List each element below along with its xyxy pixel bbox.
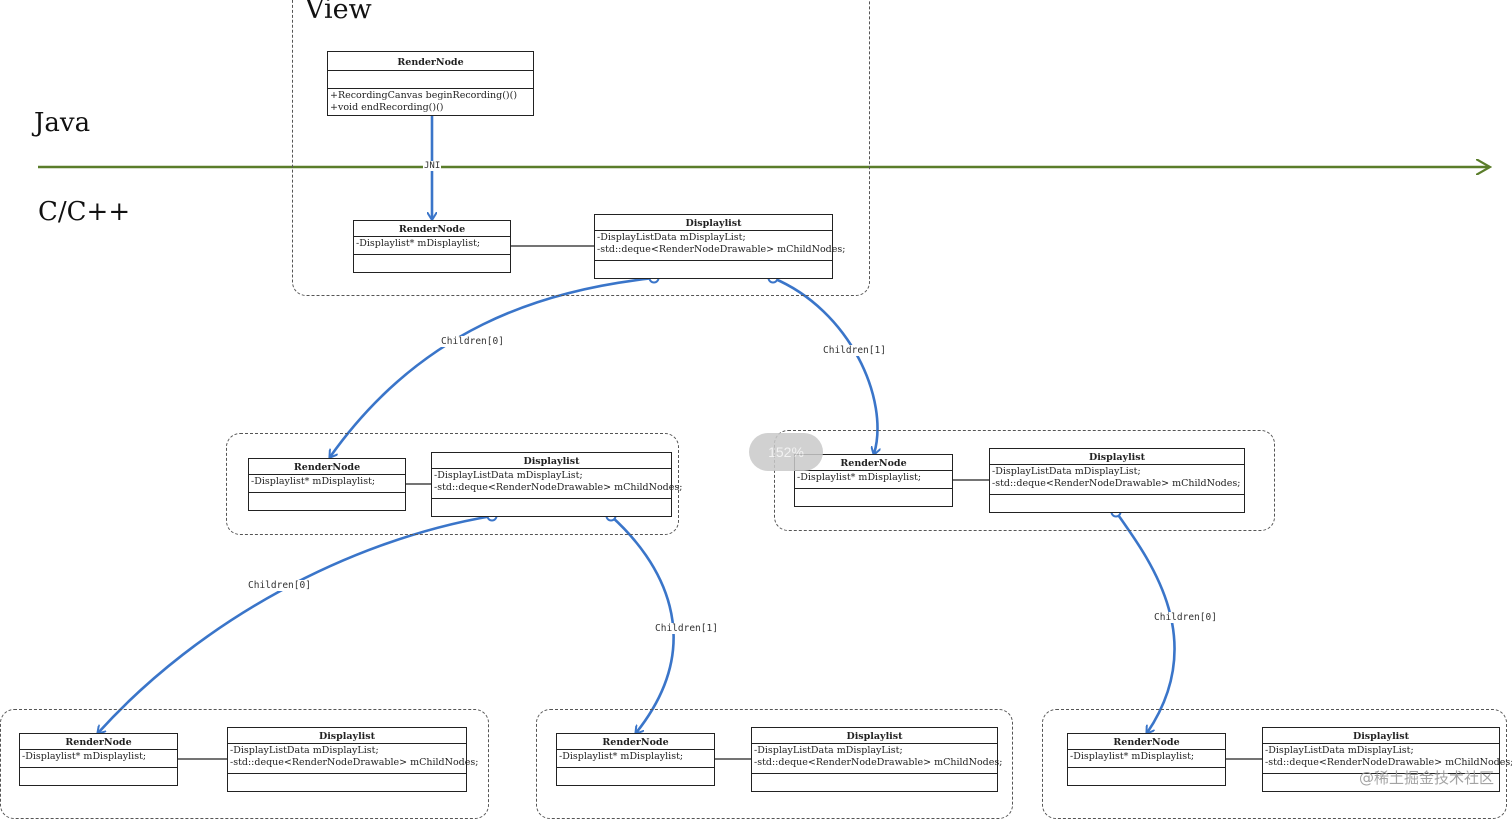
child-group-0 <box>226 433 679 535</box>
class-operations: +RecordingCanvas beginRecording()() +voi… <box>328 89 533 115</box>
edge-label-children-0: Children[0] <box>440 336 505 347</box>
class-operations <box>1068 768 1225 770</box>
children-edge <box>330 276 655 457</box>
native-render-node-class[interactable]: RenderNode -Displaylist* mDisplaylist; <box>248 458 406 511</box>
class-name: RenderNode <box>20 734 177 750</box>
class-attribute: -Displaylist* mDisplaylist; <box>22 751 147 762</box>
class-operations <box>228 774 466 776</box>
class-attributes: -DisplayListData mDisplayList; -std::deq… <box>990 465 1244 495</box>
edge-label-children-0: Children[0] <box>247 580 312 591</box>
class-attribute: -std::deque<RenderNodeDrawable> mChildNo… <box>230 757 479 768</box>
displaylist-class[interactable]: Displaylist -DisplayListData mDisplayLis… <box>594 214 846 279</box>
class-name: RenderNode <box>354 221 510 237</box>
class-attributes: -DisplayListData mDisplayList; -std::deq… <box>595 231 846 261</box>
native-render-node-class[interactable]: RenderNode -Displaylist* mDisplaylist; <box>353 220 511 273</box>
children-edge <box>772 276 877 454</box>
class-name: Displaylist <box>432 453 671 469</box>
class-operations <box>432 499 671 501</box>
class-operations <box>20 768 177 770</box>
class-attributes: -DisplayListData mDisplayList; -std::deq… <box>752 744 1003 774</box>
view-group <box>292 0 870 296</box>
class-name: RenderNode <box>328 52 533 71</box>
class-operations <box>990 495 1244 497</box>
class-attribute: -std::deque<RenderNodeDrawable> mChildNo… <box>754 757 1003 768</box>
class-attribute: -std::deque<RenderNodeDrawable> mChildNo… <box>1265 757 1512 768</box>
native-render-node-class[interactable]: RenderNode -Displaylist* mDisplaylist; <box>556 733 715 786</box>
class-attribute: -DisplayListData mDisplayList; <box>754 745 903 756</box>
class-attributes: -DisplayListData mDisplayList; -std::deq… <box>228 744 479 774</box>
native-render-node-class[interactable]: RenderNode -Displaylist* mDisplaylist; <box>1067 733 1226 786</box>
edge-label-children-0: Children[0] <box>1153 612 1218 623</box>
class-attribute: -Displaylist* mDisplaylist; <box>797 472 922 483</box>
jni-label: JNI <box>423 161 442 171</box>
displaylist-class[interactable]: Displaylist -DisplayListData mDisplayLis… <box>1262 727 1512 792</box>
class-attributes: -Displaylist* mDisplaylist; <box>249 475 405 493</box>
class-name: RenderNode <box>795 455 952 471</box>
class-attributes: -DisplayListData mDisplayList; -std::deq… <box>1263 744 1512 774</box>
class-attributes: -Displaylist* mDisplaylist; <box>20 750 177 768</box>
class-name: Displaylist <box>752 728 997 744</box>
class-attribute: -Displaylist* mDisplaylist; <box>559 751 684 762</box>
zoom-level-badge: 152% <box>749 433 823 471</box>
displaylist-class[interactable]: Displaylist -DisplayListData mDisplayLis… <box>227 727 479 792</box>
class-name: RenderNode <box>249 459 405 475</box>
class-attribute: -std::deque<RenderNodeDrawable> mChildNo… <box>597 244 846 255</box>
class-attribute: -Displaylist* mDisplaylist; <box>1070 751 1195 762</box>
edge-label-children-1: Children[1] <box>822 345 887 356</box>
class-name: Displaylist <box>595 215 832 231</box>
class-operations <box>595 261 832 263</box>
class-attribute: -DisplayListData mDisplayList; <box>1265 745 1414 756</box>
class-operations <box>354 255 510 257</box>
class-attributes: -Displaylist* mDisplaylist; <box>354 237 510 255</box>
children-edge <box>1114 511 1176 733</box>
native-lane-label: C/C++ <box>38 197 131 227</box>
class-attribute: -DisplayListData mDisplayList; <box>597 232 746 243</box>
class-attribute: -DisplayListData mDisplayList; <box>992 466 1141 477</box>
class-attributes <box>328 71 533 89</box>
displaylist-class[interactable]: Displaylist -DisplayListData mDisplayLis… <box>431 452 683 517</box>
class-attribute: -DisplayListData mDisplayList; <box>230 745 379 756</box>
class-attributes: -Displaylist* mDisplaylist; <box>1068 750 1225 768</box>
class-name: RenderNode <box>1068 734 1225 750</box>
child-group-1 <box>774 430 1275 531</box>
edge-label-children-1: Children[1] <box>654 623 719 634</box>
class-attribute: -std::deque<RenderNodeDrawable> mChildNo… <box>434 482 683 493</box>
native-render-node-class[interactable]: RenderNode -Displaylist* mDisplaylist; <box>19 733 178 786</box>
java-render-node-class[interactable]: RenderNode +RecordingCanvas beginRecordi… <box>327 51 534 116</box>
native-render-node-class[interactable]: RenderNode -Displaylist* mDisplaylist; <box>794 454 953 507</box>
class-attributes: -Displaylist* mDisplaylist; <box>557 750 714 768</box>
class-name: RenderNode <box>557 734 714 750</box>
class-attribute: -std::deque<RenderNodeDrawable> mChildNo… <box>992 478 1241 489</box>
class-operations <box>752 774 997 776</box>
class-operation: +RecordingCanvas beginRecording()() <box>330 90 518 101</box>
class-attribute: -DisplayListData mDisplayList; <box>434 470 583 481</box>
class-operations <box>557 768 714 770</box>
class-operations <box>249 493 405 495</box>
view-title: View <box>305 0 372 25</box>
class-attributes: -DisplayListData mDisplayList; -std::deq… <box>432 469 683 499</box>
displaylist-class[interactable]: Displaylist -DisplayListData mDisplayLis… <box>751 727 1003 792</box>
class-name: Displaylist <box>228 728 466 744</box>
class-operation: +void endRecording()() <box>330 102 444 113</box>
class-name: Displaylist <box>990 449 1244 465</box>
class-attributes: -Displaylist* mDisplaylist; <box>795 471 952 489</box>
java-lane-label: Java <box>34 108 91 138</box>
displaylist-class[interactable]: Displaylist -DisplayListData mDisplayLis… <box>989 448 1245 513</box>
children-edge <box>98 514 493 733</box>
watermark: @稀土掘金技术社区 <box>1358 769 1494 787</box>
class-attribute: -Displaylist* mDisplaylist; <box>356 238 481 249</box>
class-attribute: -Displaylist* mDisplaylist; <box>251 476 376 487</box>
class-operations <box>795 489 952 491</box>
class-name: Displaylist <box>1263 728 1499 744</box>
